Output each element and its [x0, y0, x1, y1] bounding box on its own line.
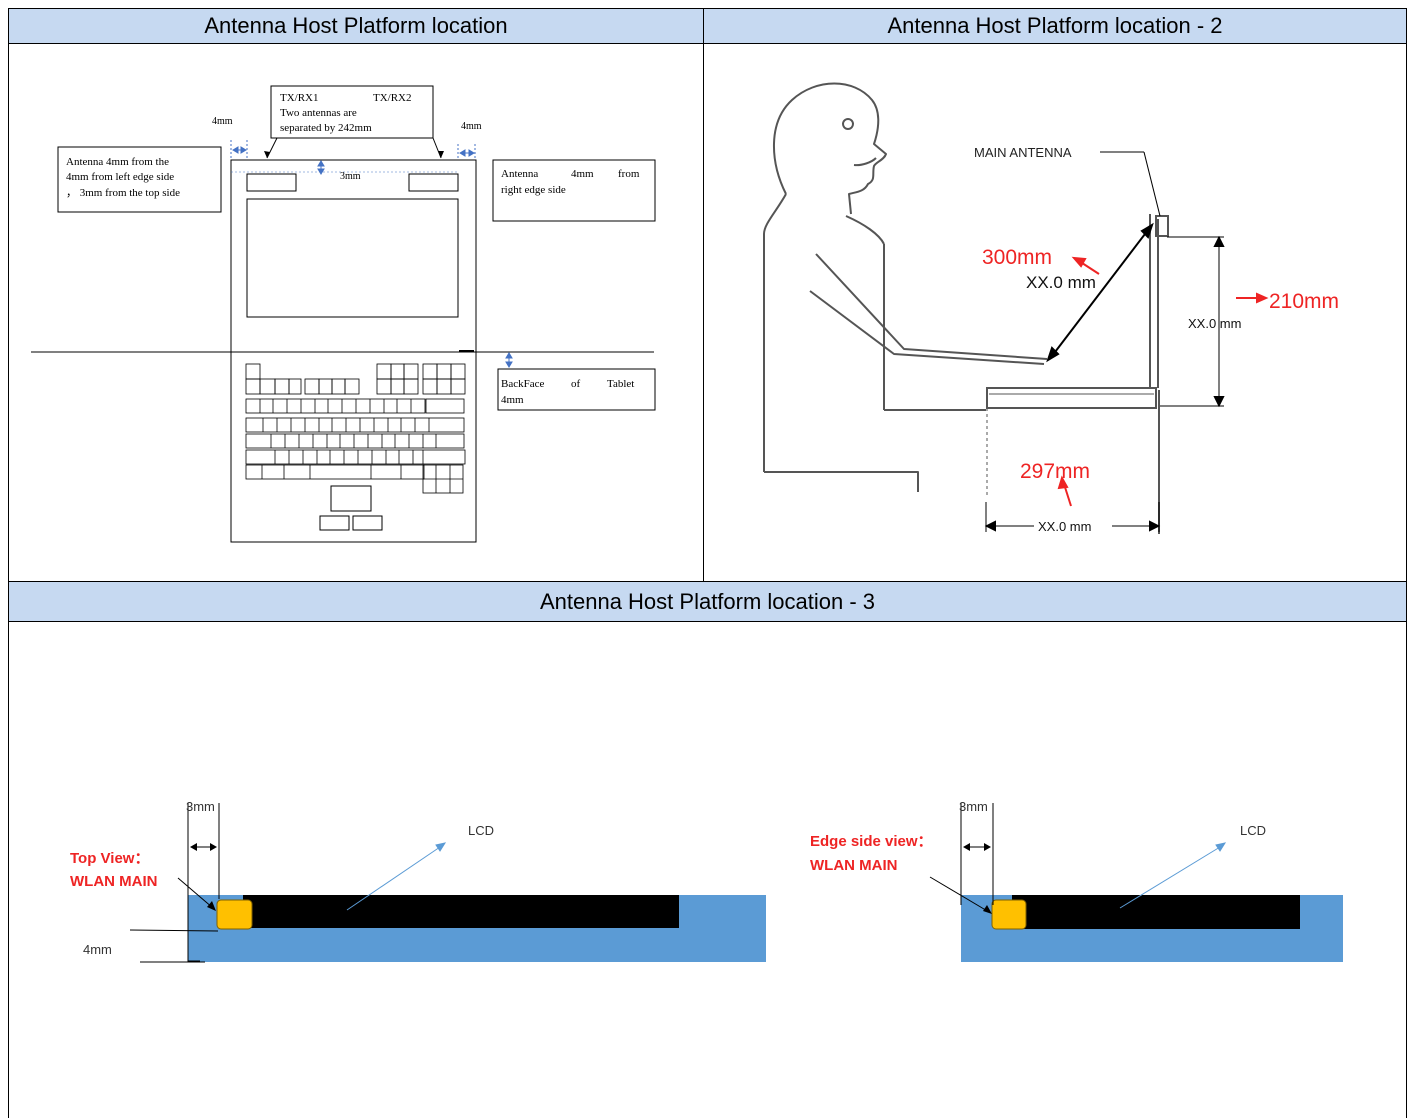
width-red: 297mm [1020, 460, 1090, 483]
figure-side-view-person: MAIN ANTENNA 300mm XX.0 mm 210mm XX.0 mm… [763, 82, 1339, 534]
edge-view-wlan-main: WLAN MAIN [810, 857, 897, 874]
tx-rx1-label: TX/RX1 [280, 92, 319, 104]
edge-view-lcd: LCD [1240, 823, 1266, 838]
edge-view-title: Edge side view： [810, 833, 933, 850]
touchpad-button-left [319, 515, 350, 531]
top-view-lcd: LCD [468, 823, 494, 838]
back-note-tablet: Tablet [607, 378, 634, 390]
header-location-2-text: Antenna Host Platform location - 2 [887, 13, 1223, 38]
callout-top-box [270, 85, 434, 139]
distance-red: 300mm [982, 246, 1052, 269]
table-col-divider [703, 8, 704, 582]
header-location-3: Antenna Host Platform location - 3 [9, 582, 1406, 621]
left-note-line3: ， 3mm from the top side [66, 187, 180, 199]
edge-view-3mm: 3mm [959, 799, 988, 814]
table-border-left [8, 8, 9, 1118]
distance-black: XX.0 mm [1026, 273, 1096, 292]
touchpad [330, 485, 372, 512]
figure-top-view: 3mm LCD Top View： WLAN MAIN 4mm [70, 799, 766, 963]
figure-laptop-antenna-layout: TX/RX1 TX/RX2 Two antennas are separated… [31, 85, 656, 543]
top-box-line3: separated by 242mm [280, 122, 372, 134]
table-row-divider-1 [8, 43, 1407, 44]
header-location-2: Antenna Host Platform location - 2 [704, 9, 1406, 43]
width-black: XX.0 mm [1038, 519, 1091, 534]
callout-back-box [497, 368, 656, 411]
left-note-line1: Antenna 4mm from the [66, 156, 169, 168]
top-view-wlan-main: WLAN MAIN [70, 873, 157, 890]
wlan-main-antenna [991, 899, 1027, 930]
header-location-1-text: Antenna Host Platform location [204, 13, 508, 38]
keyboard [245, 363, 466, 494]
laptop-base [230, 351, 477, 543]
top-box-line2: Two antennas are [280, 107, 357, 119]
person-outline [763, 82, 1048, 492]
dimension-arrows [984, 151, 1225, 532]
right-note-line2: right edge side [501, 184, 566, 196]
tx-rx2-label: TX/RX2 [373, 92, 412, 104]
lcd-area [1012, 895, 1300, 929]
figure-edge-side-view: 3mm LCD Edge side view： WLAN MAIN [810, 799, 1343, 962]
antenna-tx-rx2 [408, 173, 459, 192]
right-note-from: from [618, 168, 640, 180]
table-row-divider-2 [8, 581, 1407, 582]
top-view-3mm: 3mm [186, 799, 215, 814]
callout-right-box [492, 159, 656, 222]
right-note-antenna: Antenna [501, 168, 538, 180]
red-arrows [1057, 256, 1269, 507]
top-view-title: Top View： [70, 850, 149, 867]
table-row-divider-3 [8, 621, 1407, 622]
callout-left-box [57, 146, 222, 213]
back-note-4mm: 4mm [501, 394, 524, 406]
height-black: XX.0 mm [1188, 316, 1241, 331]
header-location-3-text: Antenna Host Platform location - 3 [539, 588, 876, 614]
wlan-main-antenna [216, 899, 253, 930]
back-note-of: of [571, 378, 581, 390]
back-note-backface: BackFace [501, 378, 544, 390]
height-red: 210mm [1269, 290, 1339, 313]
lcd-screen [246, 198, 459, 318]
right-4mm-label: 4mm [461, 121, 482, 132]
right-note-4mm: 4mm [571, 168, 594, 180]
main-antenna-label: MAIN ANTENNA [974, 145, 1072, 160]
header-location-1: Antenna Host Platform location [9, 9, 703, 43]
top-3mm-label: 3mm [340, 171, 361, 182]
left-note-line2: 4mm from left edge side [66, 171, 174, 183]
touchpad-button-right [352, 515, 383, 531]
left-4mm-label: 4mm [212, 116, 233, 127]
lcd-area [243, 895, 679, 928]
antenna-tx-rx1 [246, 173, 297, 192]
dimension-markers [230, 140, 513, 368]
laptop-lid [230, 159, 477, 353]
top-view-4mm: 4mm [83, 942, 112, 957]
table-border-top [8, 8, 1407, 9]
